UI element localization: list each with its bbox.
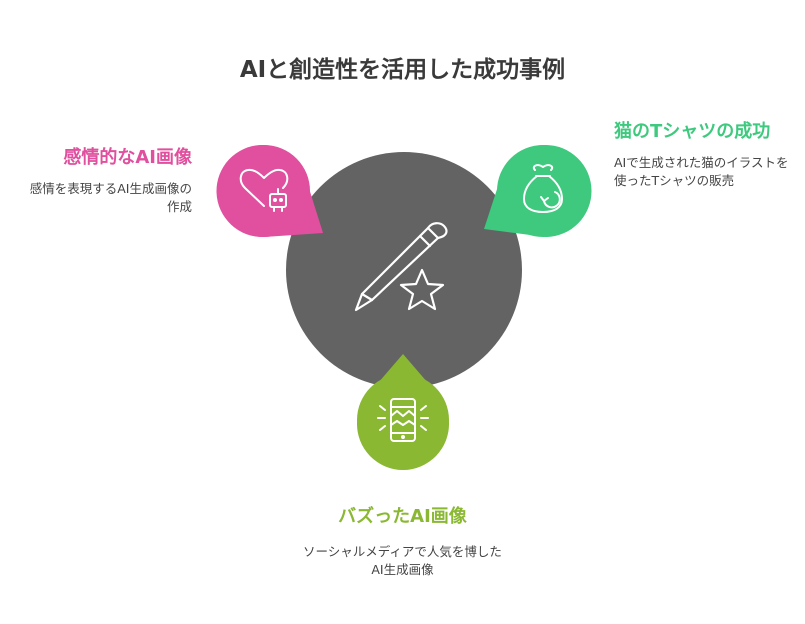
item-viral-ai-images: バズったAI画像 ソーシャルメディアで人気を博したAI生成画像 bbox=[300, 505, 505, 579]
item-cat-tshirt-success: 猫のTシャツの成功 AIで生成された猫のイラストを使ったTシャツの販売 bbox=[614, 120, 790, 190]
item-emotional-ai-images: 感情的なAI画像 感情を表現するAI生成画像の作成 bbox=[20, 146, 192, 216]
item-description: 感情を表現するAI生成画像の作成 bbox=[29, 181, 192, 214]
pencil-star-icon bbox=[354, 222, 448, 312]
item-title: バズったAI画像 bbox=[338, 506, 467, 527]
item-title: 猫のTシャツの成功 bbox=[614, 121, 771, 142]
heart-robot-icon bbox=[239, 168, 289, 212]
money-bag-icon bbox=[523, 164, 563, 213]
item-title: 感情的なAI画像 bbox=[63, 147, 192, 168]
page-title: AIと創造性を活用した成功事例 bbox=[239, 57, 566, 83]
item-description: AIで生成された猫のイラストを使ったTシャツの販売 bbox=[614, 155, 789, 188]
item-description: ソーシャルメディアで人気を博したAI生成画像 bbox=[303, 544, 502, 577]
viral-phone-icon bbox=[377, 398, 429, 442]
